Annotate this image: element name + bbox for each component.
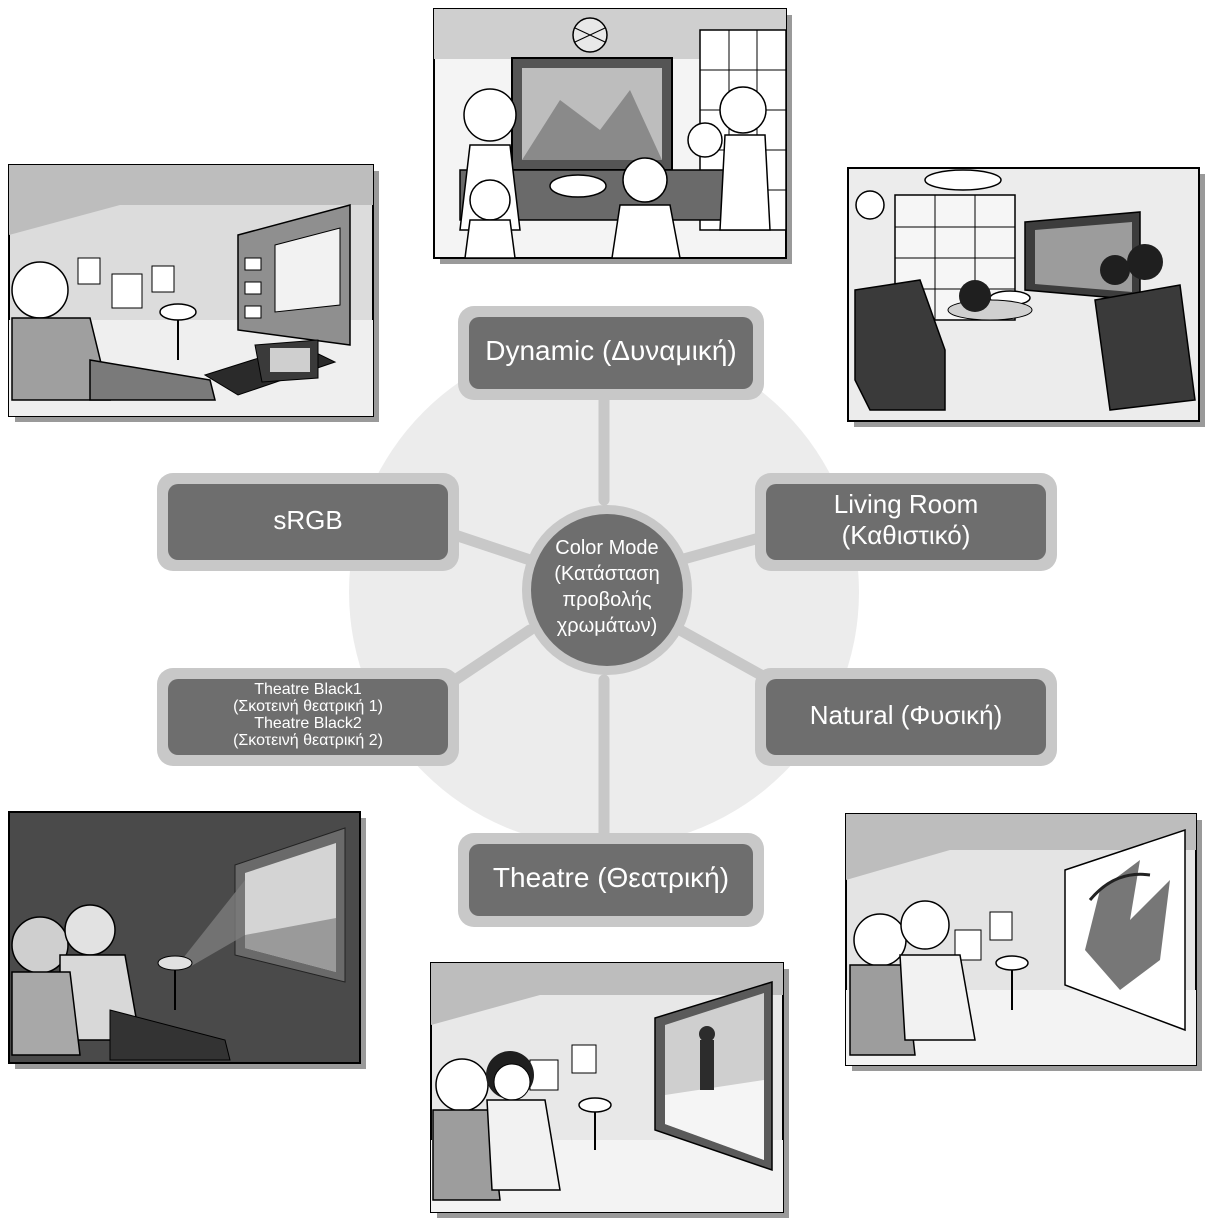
connector-natural: [674, 624, 776, 686]
mode-box-theatre: Theatre (Θεατρική): [458, 833, 764, 927]
illustration-living-room-sports: [847, 167, 1205, 427]
center-label-line: (Κατάσταση: [554, 563, 660, 585]
connectors: [449, 379, 776, 851]
illustration-dynamic-family-room: [433, 8, 792, 264]
illustration-theatre-room: [430, 962, 789, 1218]
center-label-line: Color Mode: [555, 537, 658, 559]
mode-box-natural: Natural (Φυσική): [755, 668, 1057, 766]
connector-srgb: [449, 529, 536, 566]
mode-label-theatre: Theatre (Θεατρική): [493, 862, 729, 893]
mode-label-srgb-line: sRGB: [273, 505, 342, 535]
center-node: Color Mode (Κατάσταση προβολής χρωμάτων): [522, 505, 692, 675]
mode-label-theatre-black-line: Theatre Black1: [254, 681, 362, 698]
center-label-line: προβολής: [562, 589, 652, 611]
mode-label-theatre-black: Theatre Black1(Σκοτεινή θεατρική 1)Theat…: [233, 681, 383, 749]
mode-box-theatre-black: Theatre Black1(Σκοτεινή θεατρική 1)Theat…: [157, 668, 459, 766]
mode-label-theatre-black-line: (Σκοτεινή θεατρική 1): [233, 698, 383, 715]
mode-box-dynamic: Dynamic (Δυναμική): [458, 306, 764, 400]
mode-label-theatre-line: Theatre (Θεατρική): [493, 862, 729, 893]
center-label-line: χρωμάτων): [557, 615, 657, 637]
mode-label-living-room-line: (Καθιστικό): [842, 520, 971, 550]
mode-box-living-room: Living Room(Καθιστικό): [755, 473, 1057, 571]
mode-label-living-room: Living Room(Καθιστικό): [834, 489, 979, 550]
connector-theatre-black: [449, 624, 536, 686]
mode-label-theatre-black-line: Theatre Black2: [254, 715, 362, 732]
center-label: Color Mode (Κατάσταση προβολής χρωμάτων): [554, 537, 660, 637]
mode-label-srgb: sRGB: [273, 505, 342, 535]
mode-label-theatre-black-line: (Σκοτεινή θεατρική 2): [233, 732, 383, 749]
mode-box-srgb: sRGB: [157, 473, 459, 571]
mode-label-dynamic-line: Dynamic (Δυναμική): [485, 335, 736, 366]
mode-label-natural-line: Natural (Φυσική): [810, 700, 1003, 730]
mode-label-natural: Natural (Φυσική): [810, 700, 1003, 730]
illustration-theatre-black-dark-room: [8, 811, 366, 1069]
mode-label-dynamic: Dynamic (Δυναμική): [485, 335, 736, 366]
illustration-natural-room: [845, 813, 1202, 1071]
illustration-srgb-presentation: [8, 164, 379, 422]
mode-label-living-room-line: Living Room: [834, 489, 979, 519]
